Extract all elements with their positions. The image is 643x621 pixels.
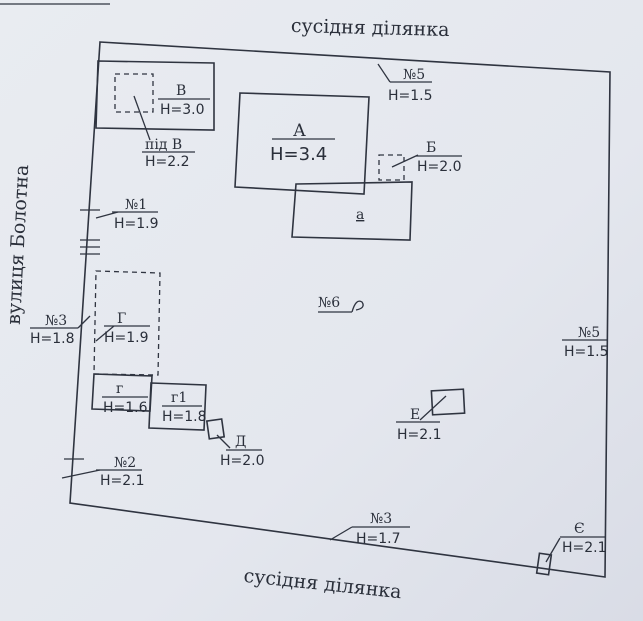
fence-3-left: №3 Н=1.8 <box>30 313 91 347</box>
building-e-outline <box>430 388 466 416</box>
building-g-height: Н=1.9 <box>104 330 149 346</box>
fence-3-bottom-height: Н=1.7 <box>356 531 401 547</box>
fence-6: №6 <box>318 295 364 313</box>
extension-a: а <box>291 181 413 241</box>
fence-1: №1 Н=1.9 <box>80 197 159 255</box>
building-B: Б Н=2.0 <box>378 140 462 181</box>
fence-3-left-num: №3 <box>45 313 67 329</box>
building-g1-height: Н=1.8 <box>162 409 207 425</box>
fence-1-height: Н=1.9 <box>114 216 159 232</box>
building-v-outline <box>95 60 215 131</box>
building-A: А Н=3.4 <box>234 92 370 195</box>
building-b-letter: Б <box>426 140 436 156</box>
fence-3-bottom-num: №3 <box>370 511 392 527</box>
building-ye-leader <box>545 537 561 563</box>
building-g-letter: Г <box>117 311 126 327</box>
building-ye-outline <box>535 552 553 576</box>
extension-a-outline <box>291 181 413 241</box>
fence-5-right-height: Н=1.5 <box>564 344 609 360</box>
building-b-leader <box>391 154 419 168</box>
fence-5-right-num: №5 <box>578 325 600 341</box>
building-d-leader <box>216 434 231 449</box>
building-d-height: Н=2.0 <box>220 453 265 469</box>
building-a-letter: А <box>293 121 306 141</box>
fence-6-num: №6 <box>318 295 340 311</box>
building-G: Г Н=1.9 <box>93 270 161 376</box>
fence-3-left-height: Н=1.8 <box>30 331 75 347</box>
building-g-small: г Н=1.6 <box>91 373 153 416</box>
fence-2-height: Н=2.1 <box>100 473 145 489</box>
fence-1-num: №1 <box>125 197 147 213</box>
fence-5-top: №5 Н=1.5 <box>377 63 433 104</box>
building-g-dashed <box>93 270 161 376</box>
fence-3-bottom-leader <box>329 526 353 541</box>
building-D: Д Н=2.0 <box>205 418 265 469</box>
fence-3-left-leader <box>77 315 91 329</box>
basement-v-leader <box>133 95 151 141</box>
basement-v-dashed <box>114 73 154 113</box>
fence-1-leader <box>95 211 119 219</box>
fence-5-top-height: Н=1.5 <box>388 88 433 104</box>
fence-2: №2 Н=2.1 <box>61 455 145 489</box>
fence-3-bottom: №3 Н=1.7 <box>329 511 410 547</box>
building-e-height: Н=2.1 <box>397 427 442 443</box>
fence-2-num: №2 <box>114 455 136 471</box>
pid-v-height: Н=2.2 <box>145 154 190 170</box>
pid-v-letter: під В <box>145 137 182 153</box>
building-v-letter: В <box>176 83 186 99</box>
building-d-outline <box>205 418 226 440</box>
building-v-height: Н=3.0 <box>160 102 205 118</box>
building-E: Е Н=2.1 <box>396 388 466 443</box>
building-g-leader <box>95 325 115 342</box>
building-g-small-letter: г <box>116 381 123 397</box>
building-V: В Н=3.0 під В Н=2.2 <box>95 60 215 170</box>
building-Ye: Є Н=2.1 <box>535 521 607 576</box>
fence-5-top-leader <box>377 63 391 83</box>
building-b-height: Н=2.0 <box>417 159 462 175</box>
fence-2-leader <box>61 469 101 479</box>
building-ye-height: Н=2.1 <box>562 540 607 556</box>
building-e-letter: Е <box>410 407 420 423</box>
building-ye-letter: Є <box>574 521 585 537</box>
building-g-small-height: Н=1.6 <box>103 400 148 416</box>
building-g1-outline <box>148 382 207 431</box>
building-b-dashed <box>378 154 405 181</box>
building-d-letter: Д <box>235 434 246 450</box>
fence-5-top-num: №5 <box>403 67 425 83</box>
building-e-leader <box>419 395 447 421</box>
building-a-height: Н=3.4 <box>270 144 327 165</box>
building-g1-letter: г1 <box>171 390 187 406</box>
neighbor-top-label: сусідня ділянка <box>291 15 450 41</box>
building-a-outline <box>234 92 370 195</box>
plot-boundary <box>69 41 611 578</box>
fence-6-loop <box>351 300 364 313</box>
fence-5-right: №5 Н=1.5 <box>562 325 609 360</box>
extension-a-letter: а <box>356 207 364 223</box>
building-g1: г1 Н=1.8 <box>148 382 207 431</box>
